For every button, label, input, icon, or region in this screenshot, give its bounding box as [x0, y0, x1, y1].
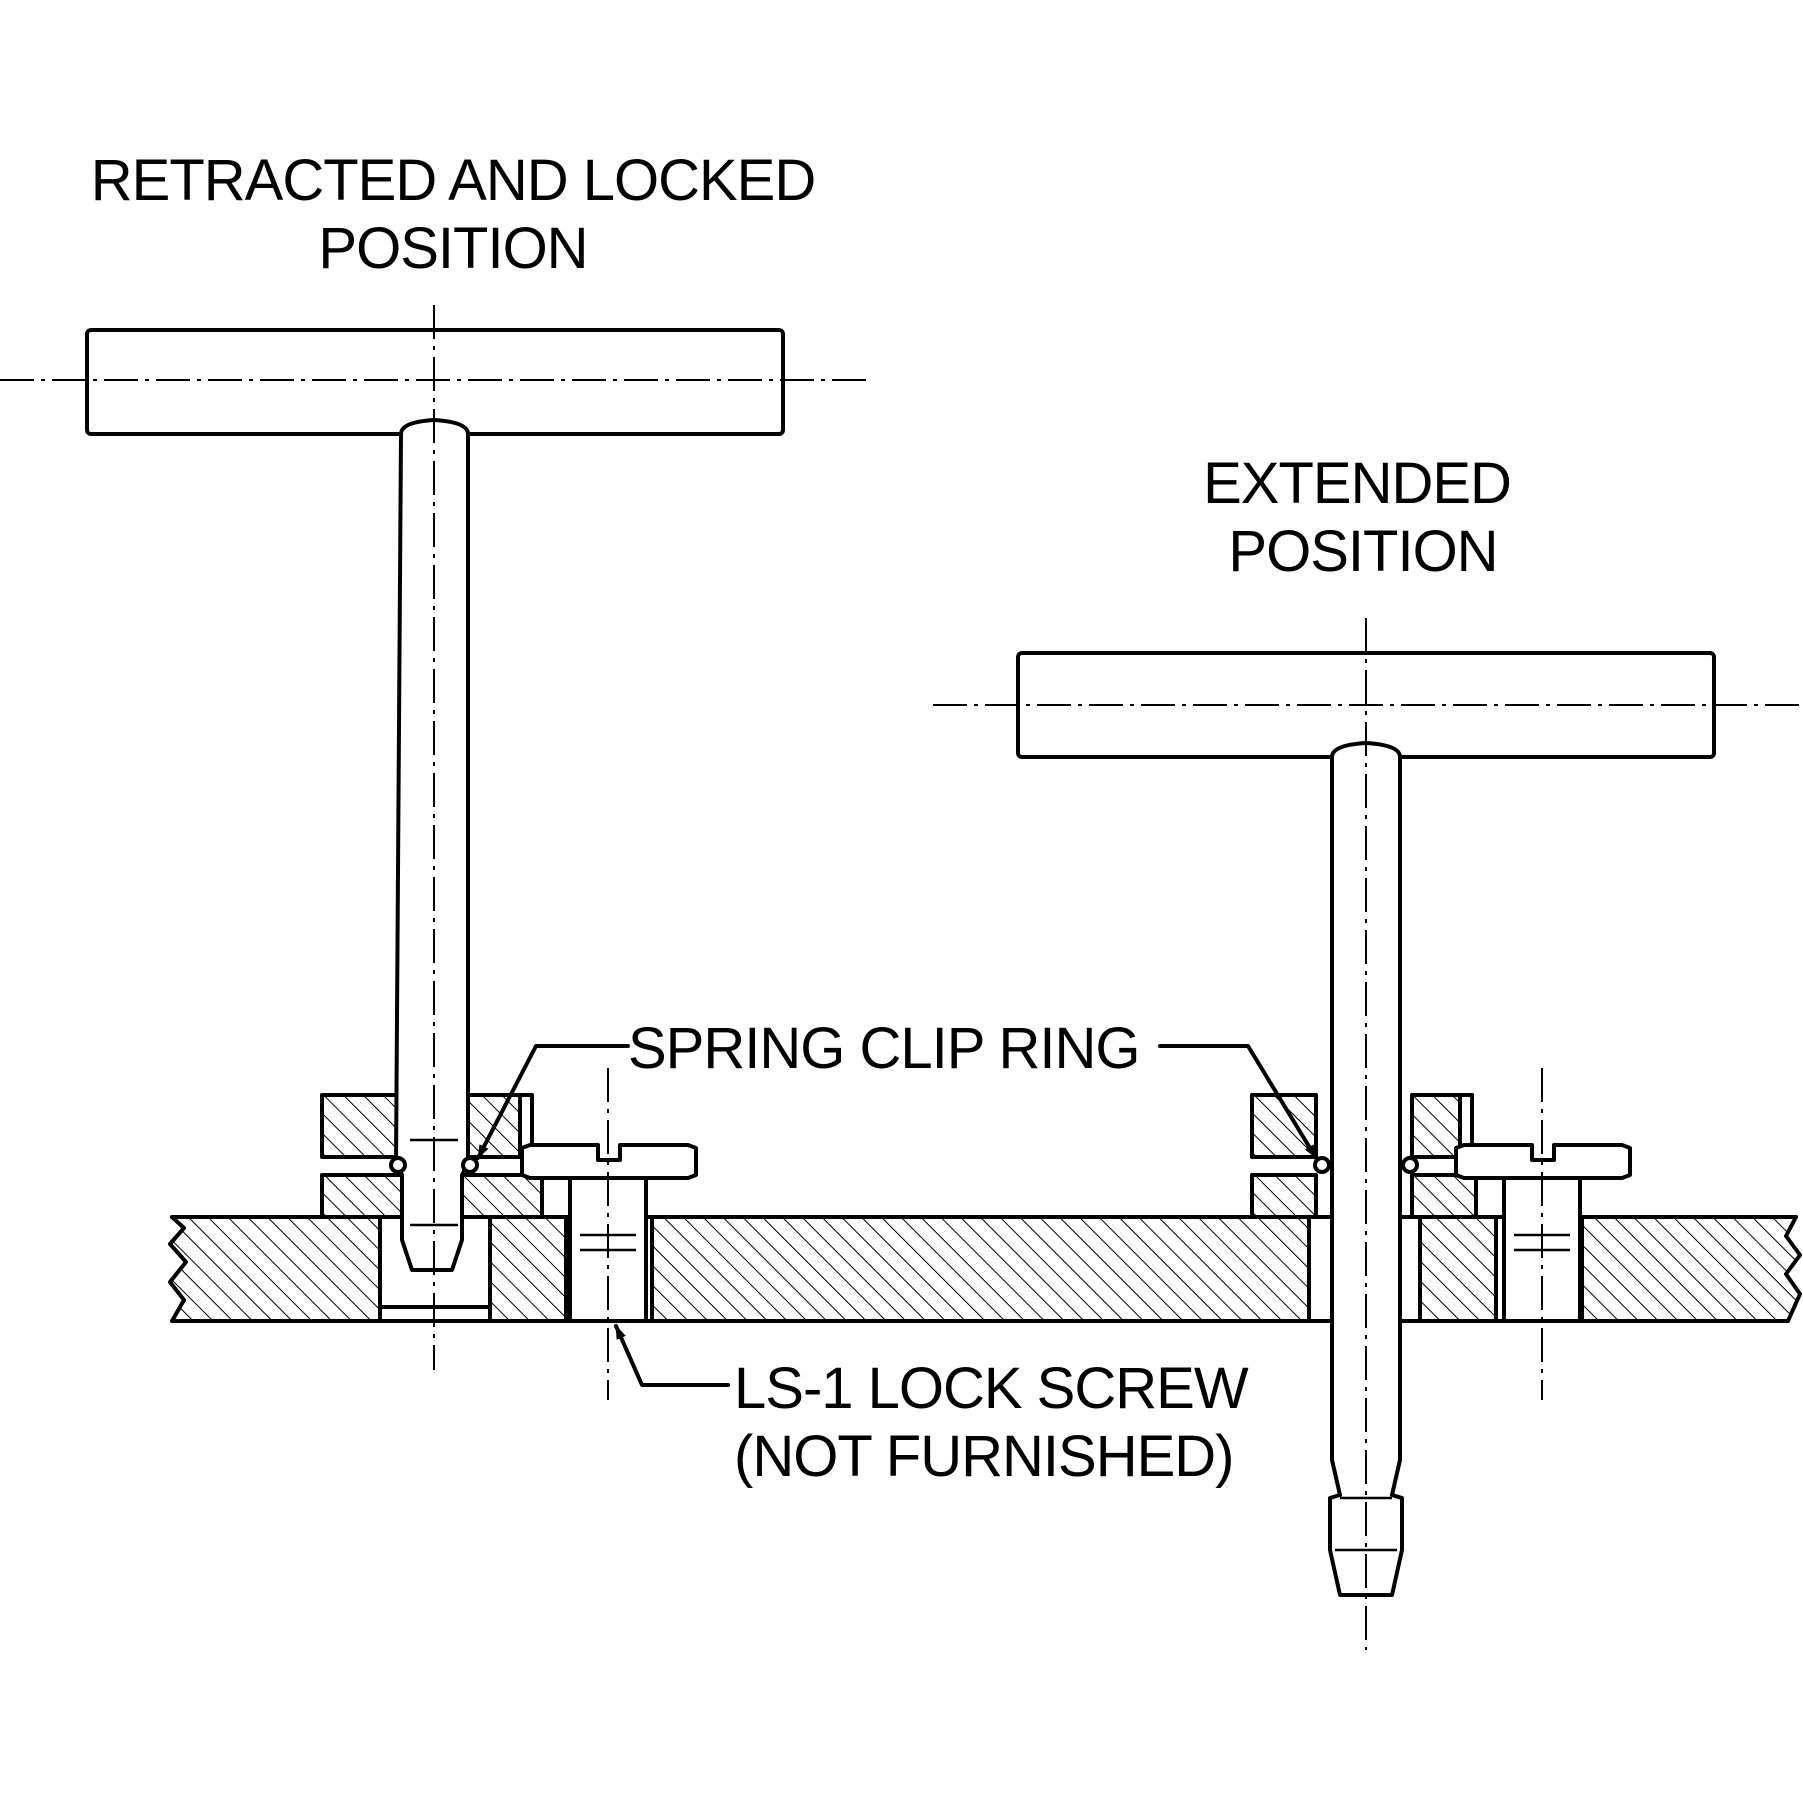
labels: RETRACTED AND LOCKED POSITION EXTENDED P… — [91, 148, 1512, 1489]
extended-title-line1: EXTENDED — [1203, 451, 1511, 516]
lock-screw-label-line2: (NOT FURNISHED) — [734, 1424, 1233, 1489]
lock-screw-label-line1: LS-1 LOCK SCREW — [734, 1356, 1249, 1421]
plate-section-center — [650, 1215, 1311, 1323]
spring-clip-leader-right — [1158, 1044, 1318, 1160]
plunger-pin-retracted — [394, 418, 470, 1272]
spring-clip-leader-left — [476, 1044, 630, 1160]
spring-clip-ring-right — [461, 1156, 479, 1174]
bushing-lower-left-ext — [1250, 1173, 1318, 1219]
bushing-lower-left — [320, 1173, 404, 1219]
lock-screw-leader — [614, 1324, 730, 1387]
spring-clip-ring-ext-right — [1401, 1156, 1419, 1174]
retracted-title-line1: RETRACTED AND LOCKED — [91, 148, 815, 213]
bushing-lower-right — [460, 1173, 544, 1219]
bushing-lower-right-ext — [1410, 1173, 1478, 1219]
bushing-cap-left — [320, 1093, 404, 1159]
extended-title-line2: POSITION — [1228, 519, 1497, 584]
plate-section-left — [168, 1215, 382, 1323]
plate-section-right-a — [1418, 1215, 1498, 1323]
plate-section-between-pin-and-screw — [488, 1215, 568, 1323]
retracted-assembly — [0, 305, 868, 1370]
plate-section-right-b — [1580, 1215, 1802, 1323]
extended-assembly — [933, 618, 1803, 1650]
lock-screw-left — [520, 1068, 698, 1400]
leader-lines — [476, 1044, 1318, 1387]
spring-clip-ring-left — [389, 1156, 407, 1174]
spring-clip-ring-ext-left — [1313, 1156, 1331, 1174]
lock-screw-right — [1454, 1068, 1632, 1400]
retracted-title-line2: POSITION — [318, 216, 587, 281]
spring-clip-ring-label: SPRING CLIP RING — [628, 1016, 1140, 1081]
